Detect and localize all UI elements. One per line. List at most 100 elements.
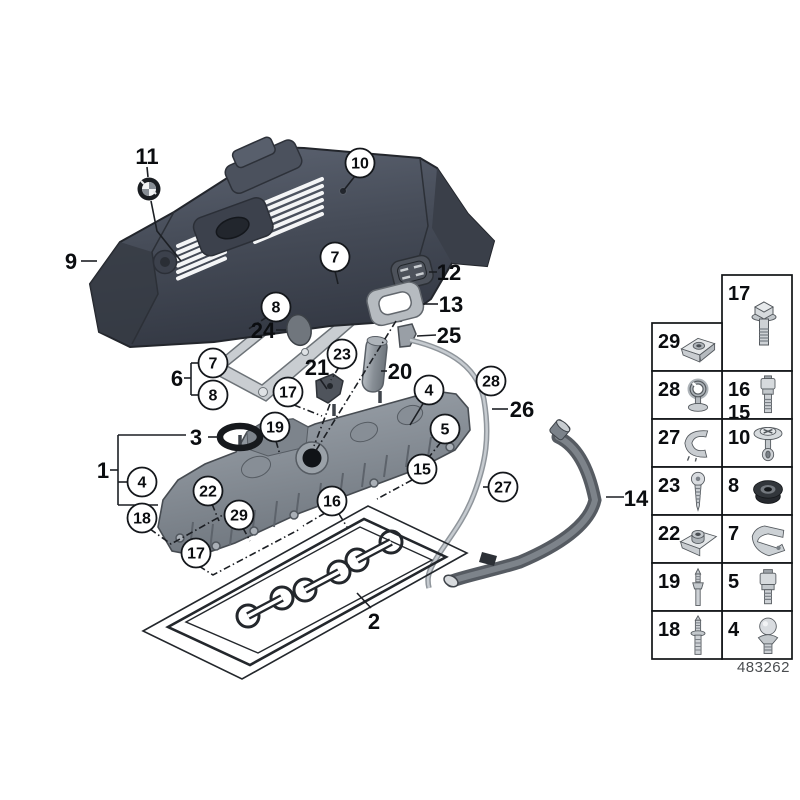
callout-7b[interactable]: 7 <box>197 347 229 379</box>
callout-circle <box>316 485 348 517</box>
callout-16[interactable]: 16 <box>316 485 348 517</box>
callout-11[interactable]: 11 <box>135 144 158 169</box>
callout-circle <box>259 411 291 443</box>
callout-4a[interactable]: 4 <box>413 374 445 406</box>
bmw-emblem-part-11 <box>137 177 161 201</box>
legend-cell-number: 23 <box>658 475 680 497</box>
legend-cell-22[interactable]: 22 <box>651 514 723 564</box>
callout-4b[interactable]: 4 <box>126 466 158 498</box>
legend-cell-number: 27 <box>658 427 680 449</box>
legend-cell-border <box>721 610 793 660</box>
legend-cell-number: 17 <box>728 283 750 305</box>
callout-27[interactable]: 27 <box>487 471 519 503</box>
legend-cell-23[interactable]: 23 <box>651 466 723 516</box>
callout-18[interactable]: 18 <box>126 502 158 534</box>
leader-line <box>416 334 437 337</box>
callout-25[interactable]: 25 <box>437 323 461 348</box>
callout-circle <box>197 379 229 411</box>
callout-number: 26 <box>510 397 534 422</box>
callout-number: 11 <box>135 144 158 169</box>
legend-cell-27[interactable]: 27 <box>651 418 723 468</box>
vent-valve-part-20 <box>361 335 388 393</box>
callout-2[interactable]: 2 <box>368 609 380 634</box>
legend-cell-28[interactable]: 28 <box>651 370 723 420</box>
leader-line <box>149 505 240 545</box>
legend-cell-number: 28 <box>658 379 680 401</box>
leader-line <box>319 378 328 390</box>
callout-26[interactable]: 26 <box>510 397 534 422</box>
callout-9[interactable]: 9 <box>65 249 77 274</box>
callout-number: 28 <box>482 374 500 391</box>
leader-line <box>356 592 372 609</box>
leader-line <box>338 513 348 528</box>
legend-cell-18[interactable]: 18 <box>651 610 723 660</box>
leader-line <box>275 440 281 456</box>
leader-line <box>302 512 326 527</box>
callout-28[interactable]: 28 <box>475 365 507 397</box>
callout-17a[interactable]: 17 <box>272 376 304 408</box>
leader-line <box>314 320 397 453</box>
callout-number: 2 <box>368 609 380 634</box>
gasket-set-part-2 <box>141 505 469 680</box>
callout-5[interactable]: 5 <box>429 413 461 445</box>
callout-7a[interactable]: 7 <box>319 241 351 273</box>
callout-17b[interactable]: 17 <box>180 537 212 569</box>
callout-8a[interactable]: 8 <box>260 291 292 323</box>
callout-15[interactable]: 15 <box>406 453 438 485</box>
callout-3[interactable]: 3 <box>190 425 202 450</box>
leader-line <box>146 166 149 178</box>
callout-number: 8 <box>209 388 218 405</box>
callout-21[interactable]: 21 <box>305 355 329 380</box>
callout-number: 9 <box>65 249 77 274</box>
callout-number: 14 <box>624 486 649 511</box>
callout-number: 5 <box>441 422 450 439</box>
leader-line <box>376 479 413 500</box>
callout-13[interactable]: 13 <box>439 292 463 317</box>
callout-circle <box>272 376 304 408</box>
callout-circle <box>126 466 158 498</box>
callout-number: 15 <box>413 462 431 479</box>
legend-cell-8[interactable]: 8 <box>721 466 793 516</box>
callout-22[interactable]: 22 <box>192 475 224 507</box>
leader-line <box>293 404 323 417</box>
legend-cell-5[interactable]: 5 <box>721 562 793 612</box>
leader-line <box>198 528 301 576</box>
callout-29[interactable]: 29 <box>223 499 255 531</box>
legend-cell-7[interactable]: 7 <box>721 514 793 564</box>
legend-cell-29[interactable]: 29 <box>651 322 723 372</box>
callout-circle <box>475 365 507 397</box>
callout-circle <box>487 471 519 503</box>
callout-19[interactable]: 19 <box>259 411 291 443</box>
legend-cell-4[interactable]: 4 <box>721 610 793 660</box>
callout-1[interactable]: 1 <box>97 458 109 483</box>
callout-12[interactable]: 12 <box>437 260 461 285</box>
callout-number: 13 <box>439 292 463 317</box>
oil-filler-cap-part-12 <box>390 254 434 291</box>
legend-cell-number: 5 <box>728 571 739 593</box>
leader-line <box>150 200 182 262</box>
callout-23[interactable]: 23 <box>326 338 358 370</box>
callout-number: 25 <box>437 323 461 348</box>
legend-cell-19[interactable]: 19 <box>651 562 723 612</box>
callout-circle <box>319 241 351 273</box>
callout-6[interactable]: 6 <box>171 366 183 391</box>
engine-cover-part-9 <box>89 136 495 348</box>
leader-line <box>246 316 268 331</box>
callout-24[interactable]: 24 <box>251 318 276 343</box>
callout-circle <box>223 499 255 531</box>
legend-cell-number: 10 <box>728 427 750 449</box>
callout-14[interactable]: 14 <box>624 486 649 511</box>
leader-line <box>428 441 442 458</box>
legend-cell-number: 16 <box>728 379 750 401</box>
callout-8b[interactable]: 8 <box>197 379 229 411</box>
callout-20[interactable]: 20 <box>388 359 412 384</box>
callout-circle <box>406 453 438 485</box>
callout-10[interactable]: 10 <box>344 147 376 179</box>
callout-number: 3 <box>190 425 202 450</box>
legend-cell-10[interactable]: 10 <box>721 418 793 468</box>
legend-cell-17[interactable]: 17 <box>721 274 793 372</box>
